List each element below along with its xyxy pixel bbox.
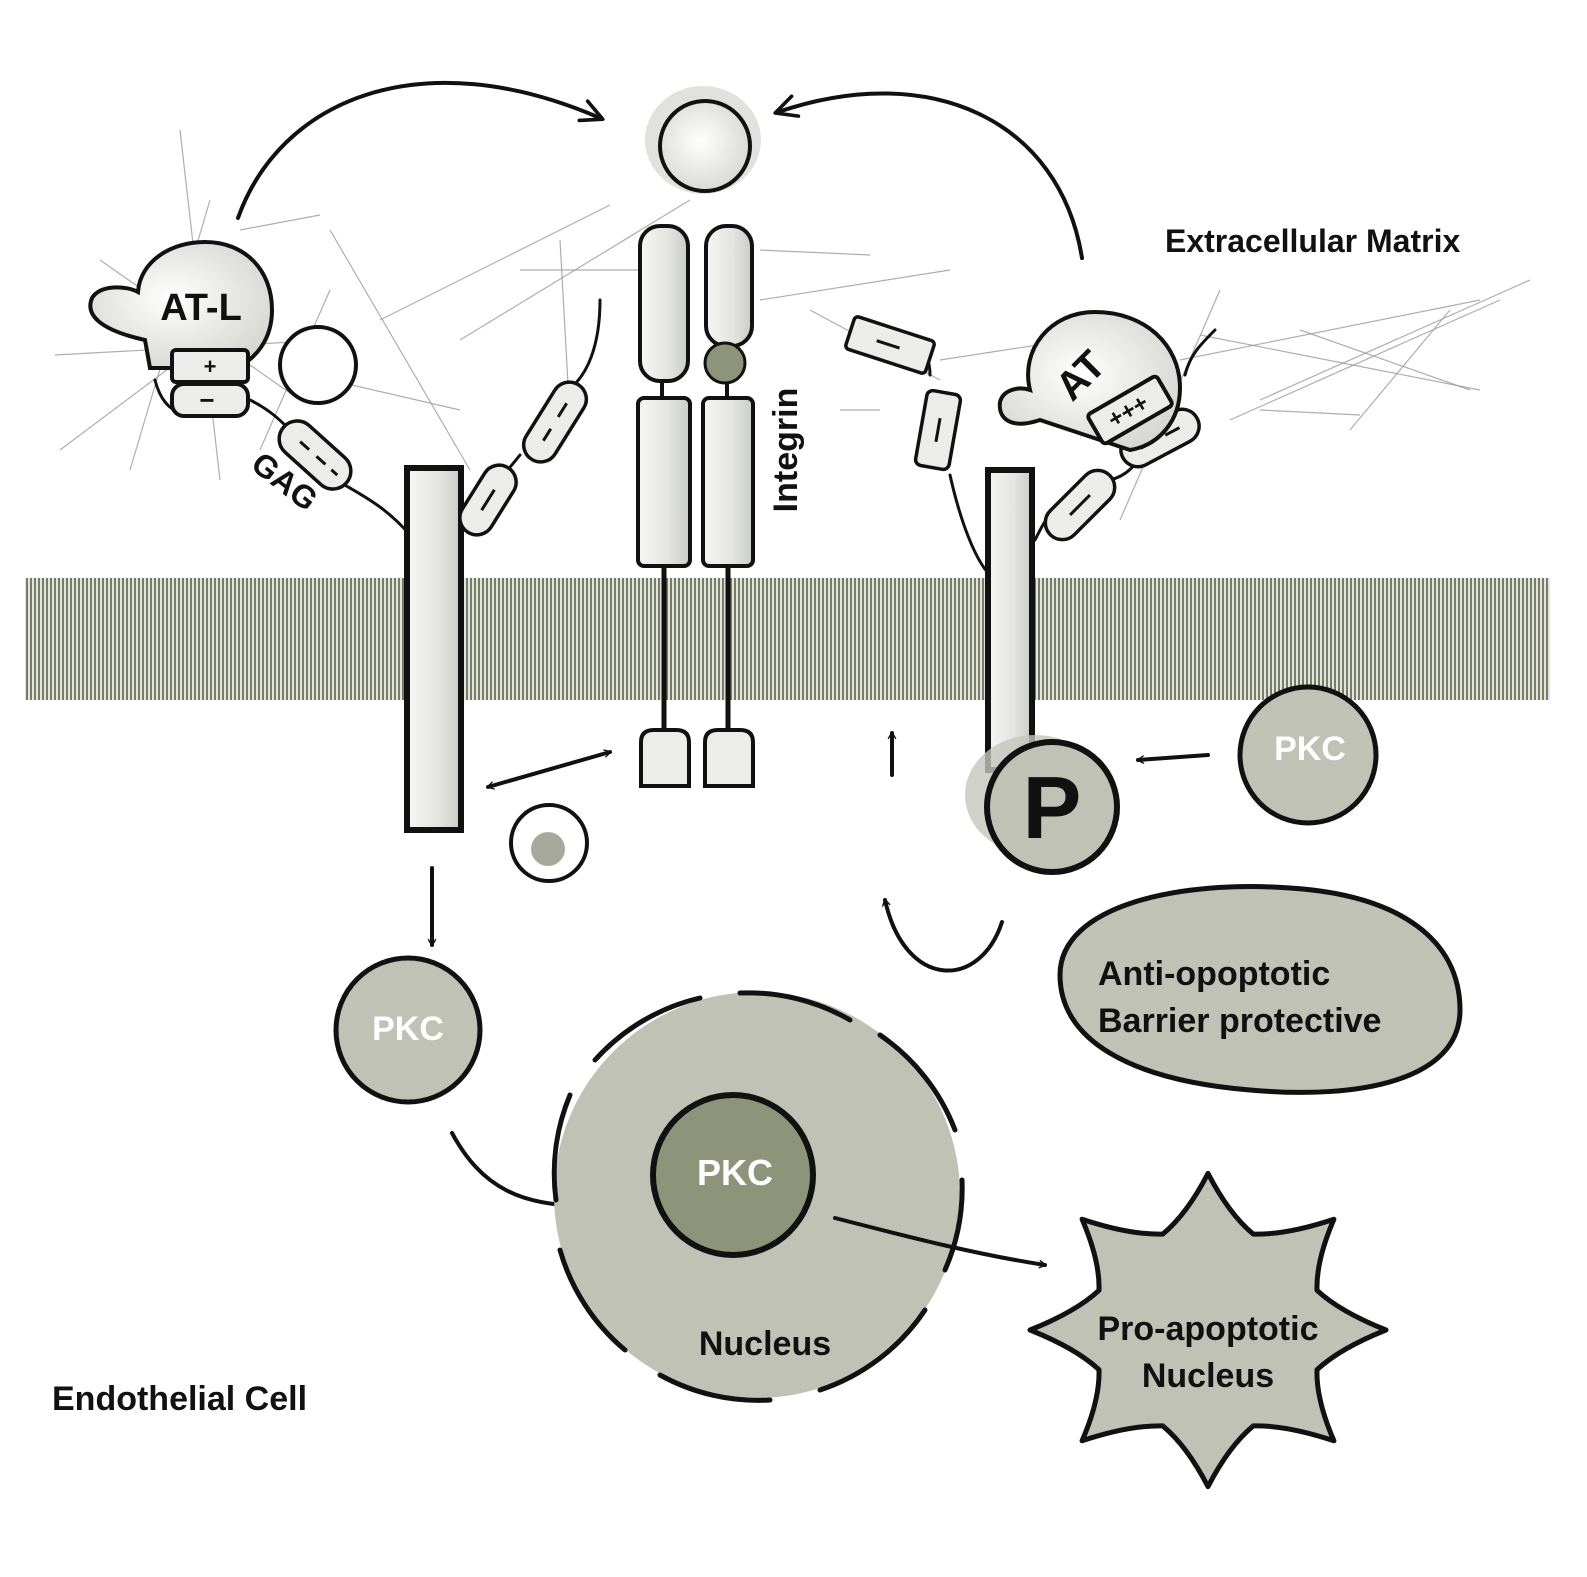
pkc-left-circle [333,955,483,1105]
pkc-nucleus-label: PKC [697,1152,773,1193]
pro-apoptotic-line2: Nucleus [1142,1357,1274,1395]
at-l-minus: − [199,385,214,415]
phosphate-circle [984,739,1120,875]
arrow-loop [881,898,1004,973]
at-l-plus: + [204,354,217,379]
anti-apoptotic-line1: Anti-opoptotic [1098,955,1330,993]
free-ligand-ball [278,325,358,405]
integrin-ligand-ball [658,99,752,193]
pkc-nucleus-circle [650,1092,816,1258]
extracellular-fibers [54,129,1531,521]
anti-apoptotic-line2: Barrier protective [1098,1002,1381,1040]
anti-apoptotic-blob [1057,884,1463,1095]
endothelial-cell-label: Endothelial Cell [52,1380,307,1418]
at-l-molecule [88,239,275,418]
small-ring-core [531,832,565,866]
extracellular-matrix-label: Extracellular Matrix [1165,223,1460,259]
arrow-to-pro-apoptotic [833,1216,1047,1269]
at-l-label: AT-L [160,287,242,329]
nucleus-label: Nucleus [699,1325,831,1363]
pro-apoptotic-line1: Pro-apoptotic [1098,1310,1319,1348]
left-proteoglycan [153,298,602,833]
pkc-right-circle [1237,684,1379,826]
arrow-at-to-ligand [773,91,1084,260]
integrin-label: Integrin [767,388,805,513]
integrin-receptor [636,224,755,788]
nucleus-envelope [551,990,965,1403]
right-proteoglycan [844,315,1217,773]
pkc-left-label: PKC [372,1010,444,1048]
arrow-bidirectional [486,749,612,790]
arrow-atl-to-ligand [236,80,605,220]
pro-apoptotic-star [1027,1170,1389,1490]
pkc-right-label: PKC [1274,730,1346,768]
cell-membrane [25,578,1550,700]
arrow-pkc-to-p [1136,753,1210,764]
phosphate-label: P [1023,758,1082,857]
at-molecule [997,309,1183,453]
